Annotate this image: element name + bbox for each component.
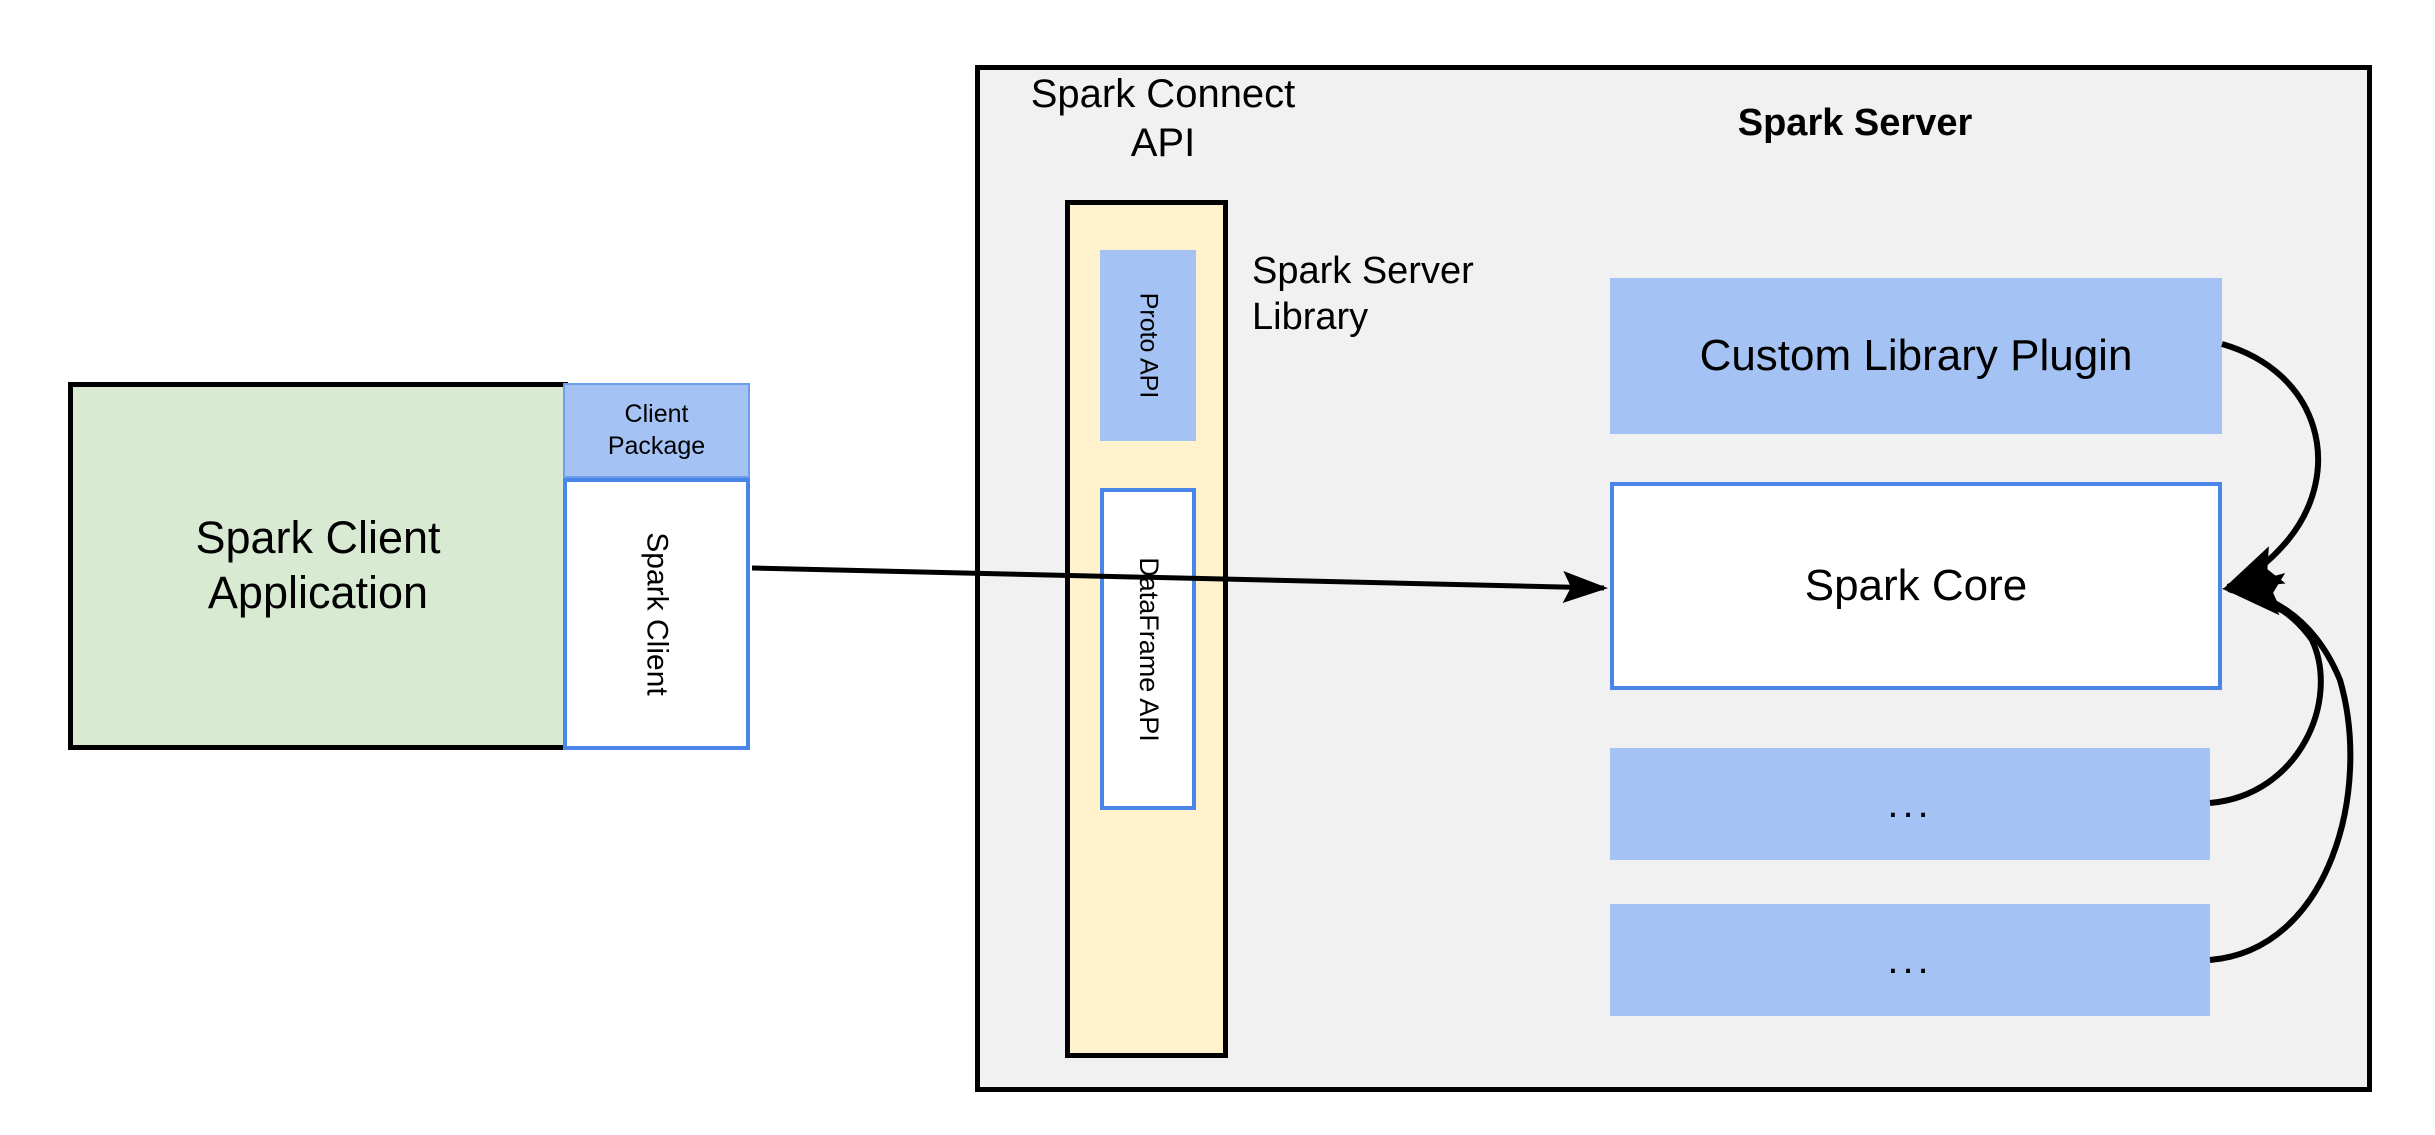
- client-package-line2: Package: [607, 431, 706, 460]
- spark-client-application-box: Spark Client Application: [68, 382, 568, 750]
- spark-client-label: Spark Client: [640, 532, 674, 696]
- spark-connect-api-line2: API: [1130, 120, 1196, 165]
- spark-server-title: Spark Server: [1737, 102, 1973, 144]
- spark-client-box: Spark Client: [563, 478, 750, 750]
- spark-server-library-line2: Library: [1252, 296, 1369, 339]
- spark-connect-api-label: Spark Connect API: [1018, 70, 1308, 168]
- dataframe-api-label: DataFrame API: [1133, 556, 1164, 742]
- spark-core-label: Spark Core: [1804, 561, 2028, 610]
- spark-server-library-label: Spark Server Library: [1252, 248, 1552, 341]
- client-package-line1: Client: [624, 400, 689, 429]
- spark-connect-api-line1: Spark Connect: [1030, 72, 1296, 116]
- spark-client-application-line1: Spark Client: [195, 512, 441, 564]
- dataframe-api-box: DataFrame API: [1100, 488, 1196, 810]
- client-package-box: Client Package: [563, 383, 750, 478]
- spark-server-library-line1: Spark Server: [1252, 250, 1474, 292]
- server-stack-ellipsis-box-1: ...: [1610, 748, 2210, 860]
- server-stack-ellipsis-box-2: ...: [1610, 904, 2210, 1016]
- spark-core-box: Spark Core: [1610, 482, 2222, 690]
- proto-api-label: Proto API: [1134, 292, 1163, 399]
- custom-library-plugin-label: Custom Library Plugin: [1699, 331, 2133, 380]
- proto-api-box: Proto API: [1100, 250, 1196, 441]
- server-stack-ellipsis-label-2: ...: [1887, 937, 1933, 982]
- spark-client-application-line2: Application: [207, 567, 429, 618]
- custom-library-plugin-box: Custom Library Plugin: [1610, 278, 2222, 434]
- server-stack-ellipsis-label-1: ...: [1887, 781, 1933, 826]
